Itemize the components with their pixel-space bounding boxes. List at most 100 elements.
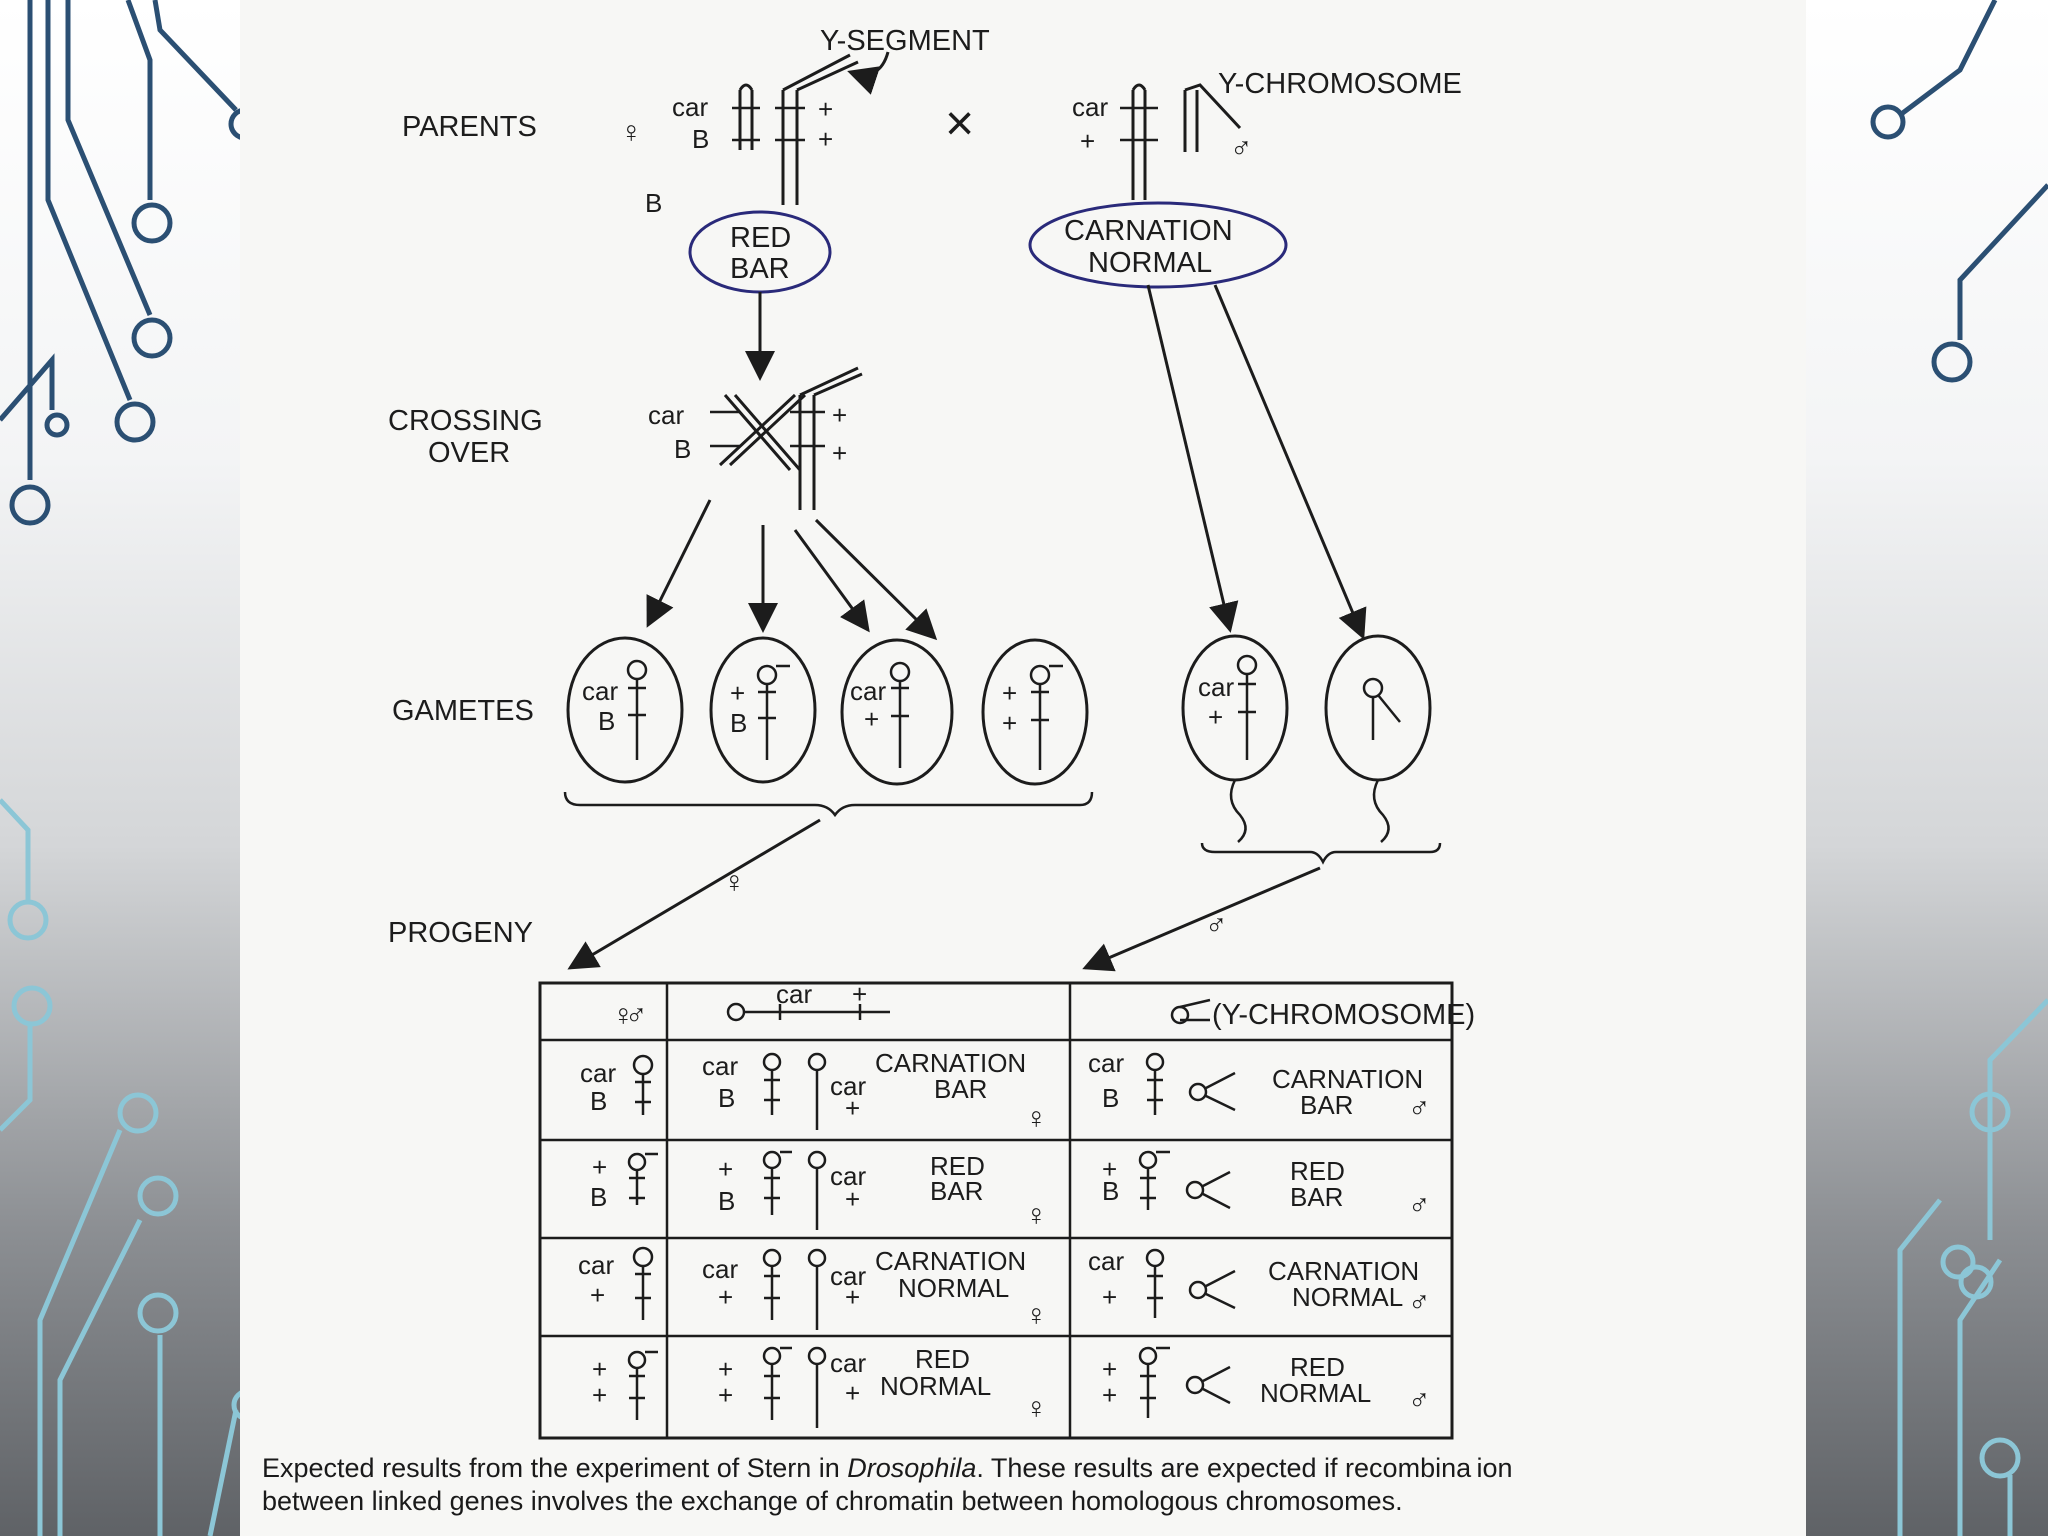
caption-text: . These results are expected if recombin… — [976, 1453, 1513, 1483]
female-symbol: ♀ — [612, 999, 635, 1032]
gamete-egg — [566, 636, 684, 784]
male-pheno: RED — [1290, 1352, 1345, 1382]
header-male-x-chromosome — [726, 1002, 890, 1022]
phenotype-text: NORMAL — [1088, 247, 1212, 279]
allele-plus: + — [718, 1354, 733, 1384]
gene-car: car — [830, 1261, 866, 1291]
table-header-y-chromosome: (Y-CHROMOSOME) — [1212, 999, 1475, 1031]
mother-allele: + — [592, 1354, 607, 1384]
male-pheno: RED — [1290, 1156, 1345, 1186]
allele-plus: + — [1080, 126, 1095, 156]
gene-car: car — [830, 1348, 866, 1378]
mother-allele: B — [590, 1086, 607, 1116]
gene-car: car — [702, 1254, 738, 1284]
stern-experiment-diagram: PARENTS CROSSING OVER GAMETES PROGENY ♀ … — [388, 25, 1475, 1440]
y-segment-arrow — [847, 51, 890, 95]
gene-car: car — [582, 676, 618, 706]
female-pheno: NORMAL — [880, 1371, 991, 1401]
allele-plus: + — [845, 1093, 860, 1123]
arrow — [646, 499, 712, 628]
allele-plus: + — [818, 124, 833, 154]
gene-B: B — [718, 1186, 735, 1216]
female-symbol: ♀ — [1025, 1299, 1048, 1332]
female-pheno: RED — [930, 1151, 985, 1181]
gene-car: car — [1088, 1246, 1124, 1276]
male-symbol: ♂ — [1408, 1384, 1431, 1417]
gene-B: B — [598, 706, 615, 736]
gamete-brace — [1200, 842, 1442, 865]
arrow — [814, 518, 938, 641]
female-pheno: RED — [915, 1344, 970, 1374]
arrow — [1146, 284, 1239, 633]
gene-car: car — [776, 979, 812, 1009]
gene-B: B — [674, 434, 691, 464]
allele-plus: + — [845, 1282, 860, 1312]
female-x-chromosomes — [732, 53, 859, 205]
gene-car: car — [1198, 672, 1234, 702]
arrow — [793, 529, 870, 633]
cross-symbol: × — [945, 95, 974, 151]
arrow — [1082, 866, 1321, 972]
male-symbol: ♂ — [1230, 132, 1253, 165]
gene-B-note: B — [645, 188, 662, 218]
gamete-egg — [981, 638, 1089, 786]
row-chromosome-glyphs — [632, 1246, 1236, 1330]
female-symbol: ♀ — [1025, 1102, 1048, 1135]
y-chromosome-label: Y-CHROMOSOME — [1218, 68, 1462, 100]
caption-species: Drosophila — [847, 1453, 977, 1483]
female-pheno: BAR — [934, 1074, 987, 1104]
allele-plus: + — [730, 678, 745, 708]
phenotype-text: CARNATION — [1064, 215, 1233, 247]
mother-allele: car — [578, 1250, 614, 1280]
caption-text: Expected results from the experiment of … — [262, 1453, 848, 1483]
progeny-label: PROGENY — [388, 917, 533, 949]
carnation-normal-oval — [1028, 201, 1288, 289]
gene-B: B — [718, 1083, 735, 1113]
allele-plus: + — [718, 1380, 733, 1410]
caption-text: between linked genes involves the exchan… — [262, 1486, 1403, 1516]
allele-plus: + — [845, 1184, 860, 1214]
gamete-egg — [709, 636, 817, 784]
gene-car: car — [702, 1051, 738, 1081]
male-pheno: CARNATION — [1272, 1064, 1423, 1094]
allele-plus: + — [1208, 702, 1223, 732]
crossing-over-chromatids — [710, 366, 863, 510]
male-symbol: ♂ — [1408, 1092, 1431, 1125]
gamete-sperm — [1324, 634, 1432, 843]
male-symbol: ♂ — [1408, 1189, 1431, 1222]
female-pheno: CARNATION — [875, 1246, 1026, 1276]
row-chromosome-glyphs — [627, 1150, 1231, 1230]
gene-B: B — [730, 708, 747, 738]
results-table — [538, 981, 1454, 1440]
header-y-chromosome — [1170, 998, 1211, 1025]
allele-plus: + — [818, 94, 833, 124]
allele-plus: + — [832, 438, 847, 468]
male-chromosomes — [1120, 83, 1242, 200]
diagram-sheet: PARENTS CROSSING OVER GAMETES PROGENY ♀ … — [240, 0, 1806, 1536]
male-pheno: BAR — [1300, 1090, 1353, 1120]
female-symbol: ♀ — [1025, 1199, 1048, 1232]
gene-car: car — [648, 400, 684, 430]
gene-car: car — [1072, 92, 1108, 122]
male-symbol: ♂ — [1408, 1286, 1431, 1319]
row-chromosome-glyphs — [627, 1346, 1231, 1428]
row-chromosome-glyphs — [632, 1052, 1236, 1130]
allele-plus: + — [845, 1378, 860, 1408]
allele-plus: + — [1102, 1282, 1117, 1312]
gene-B: B — [1102, 1176, 1119, 1206]
male-pheno: BAR — [1290, 1182, 1343, 1212]
gene-car: car — [830, 1161, 866, 1191]
allele-plus: + — [1102, 1354, 1117, 1384]
gene-car: car — [850, 676, 886, 706]
female-symbol: ♀ — [1025, 1392, 1048, 1425]
allele-plus: + — [1002, 678, 1017, 708]
allele-plus: + — [718, 1154, 733, 1184]
male-symbol: ♂ — [625, 999, 648, 1032]
allele-plus: + — [852, 979, 867, 1009]
male-pheno: NORMAL — [1292, 1282, 1403, 1312]
gamete-egg — [840, 638, 954, 786]
phenotype-text: BAR — [730, 253, 790, 285]
mother-allele: car — [580, 1058, 616, 1088]
allele-plus: + — [1002, 708, 1017, 738]
allele-plus: + — [1102, 1380, 1117, 1410]
